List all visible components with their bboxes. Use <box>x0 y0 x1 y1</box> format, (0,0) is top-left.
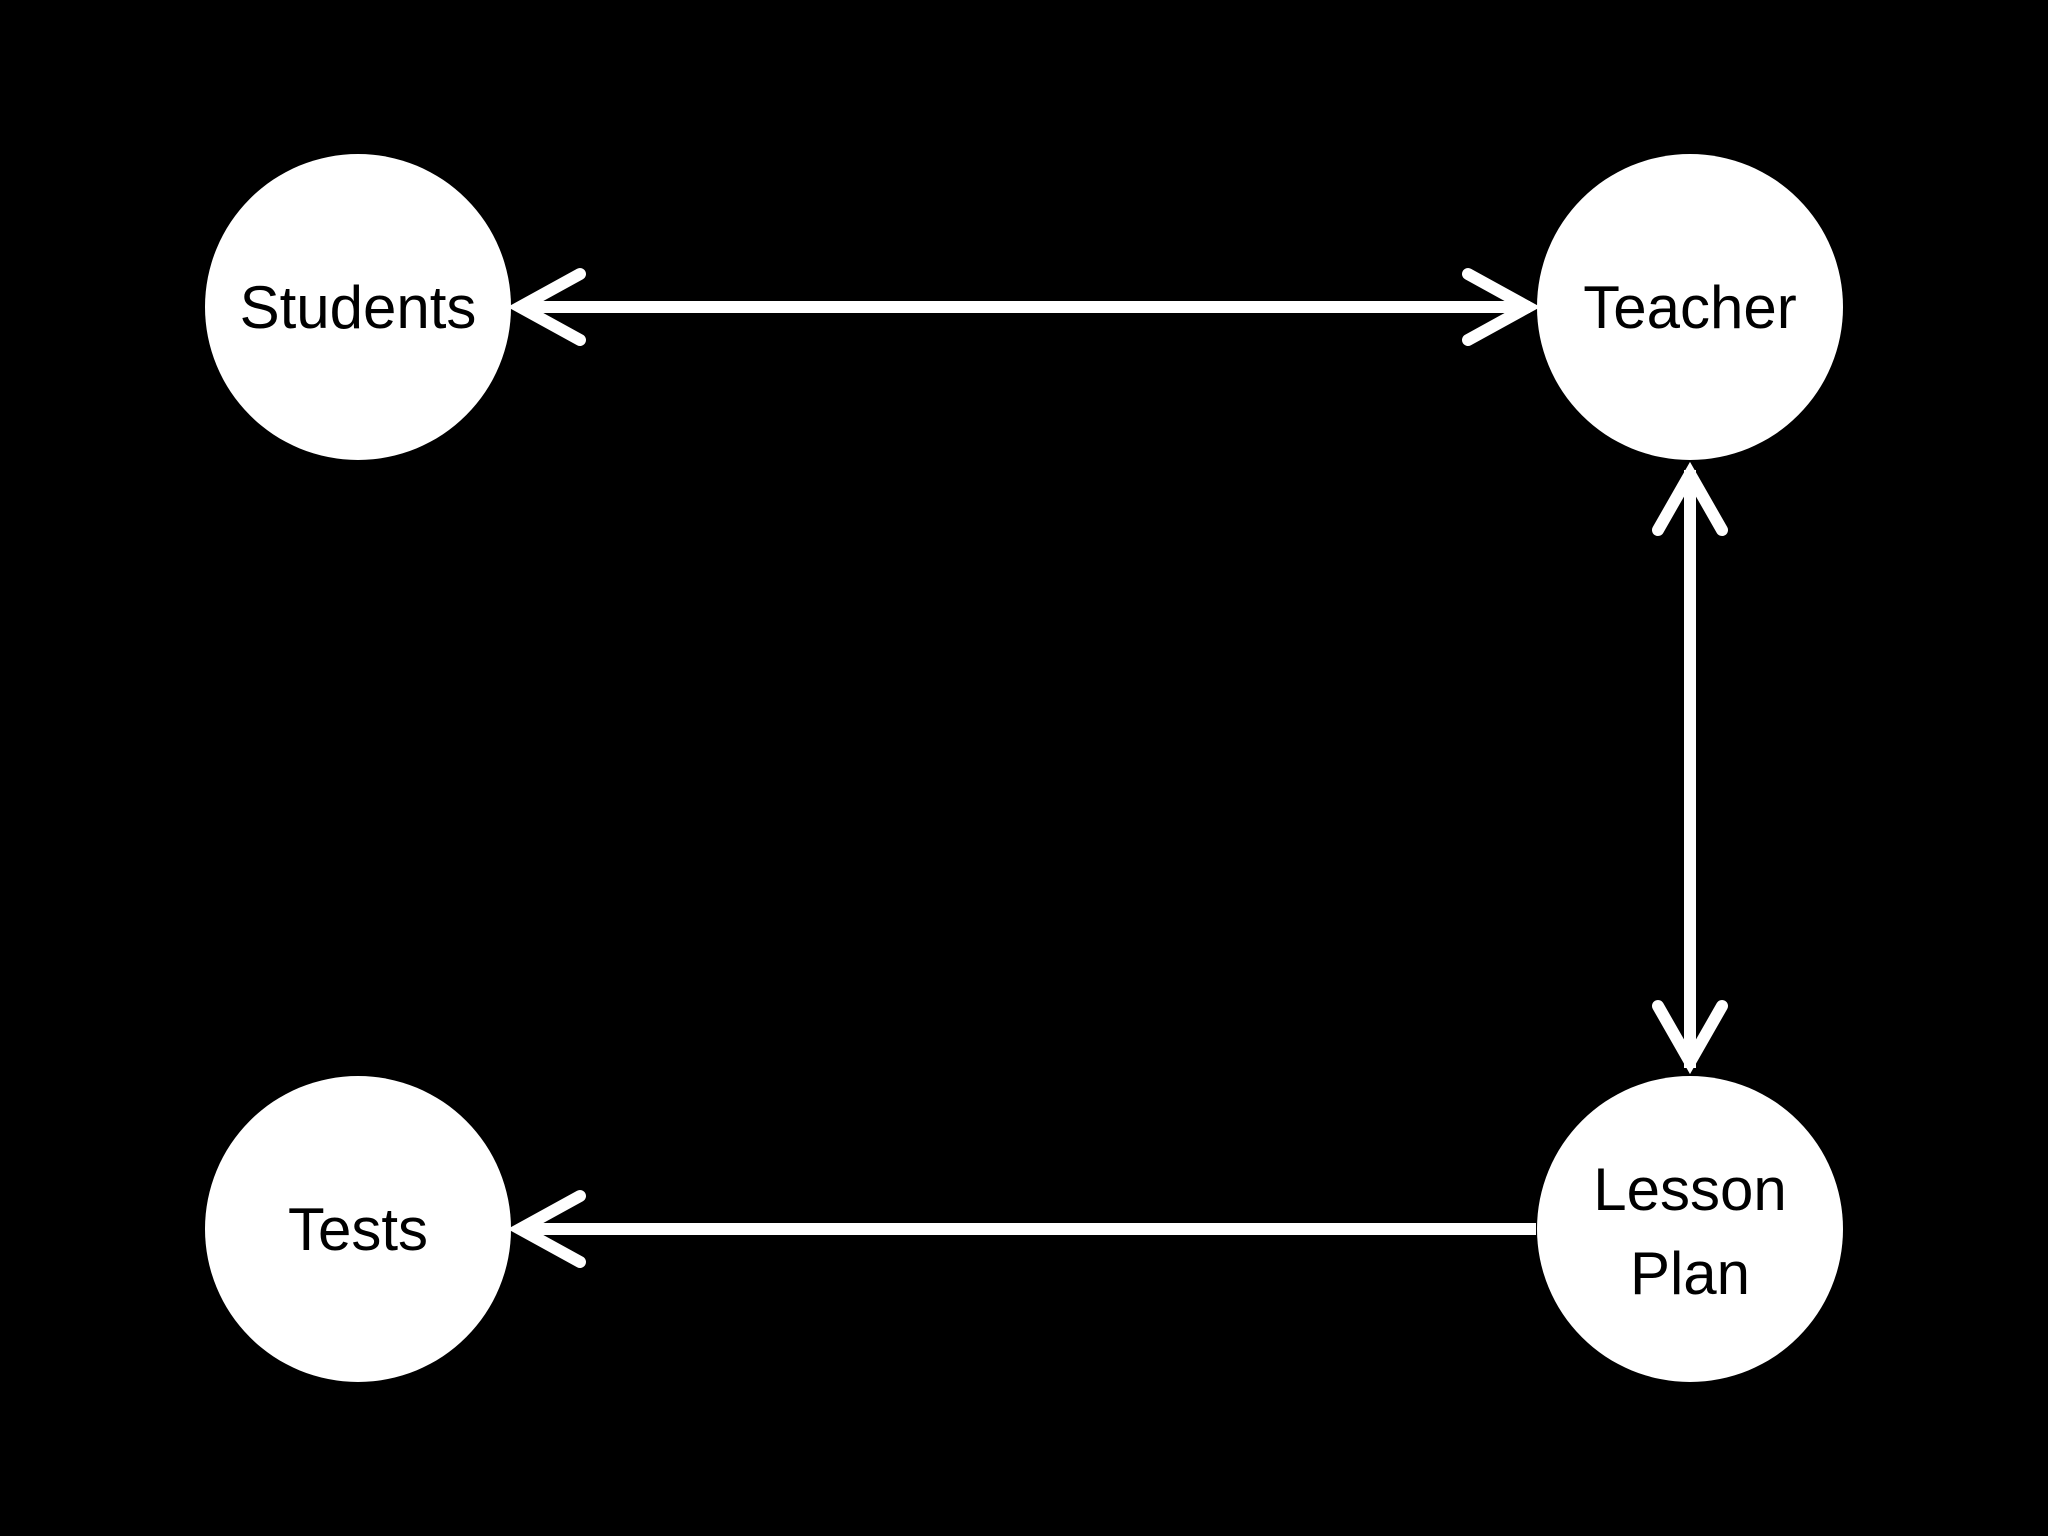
node-lesson-plan-circle <box>1537 1076 1843 1382</box>
node-teacher-label: Teacher <box>1583 274 1796 341</box>
node-students[interactable]: Students <box>205 154 511 460</box>
node-tests-label: Tests <box>288 1196 428 1263</box>
edge-teacher-lessonplan <box>1652 461 1728 1075</box>
node-teacher-circle <box>1537 154 1843 460</box>
node-tests-circle <box>205 1076 511 1382</box>
arrowhead-students <box>507 268 586 346</box>
edge-students-teacher <box>507 268 1541 346</box>
node-lesson-plan-label-line2: Plan <box>1630 1240 1750 1307</box>
arrowhead-teacher <box>1462 268 1541 346</box>
arrowhead-teacher-bottom <box>1652 461 1728 536</box>
node-teacher[interactable]: Teacher <box>1537 154 1843 460</box>
node-lesson-plan[interactable]: Lesson Plan <box>1537 1076 1843 1382</box>
node-lesson-plan-label-line1: Lesson <box>1593 1156 1786 1223</box>
node-tests[interactable]: Tests <box>205 1076 511 1382</box>
arrowhead-tests <box>507 1190 586 1268</box>
edge-lessonplan-tests <box>507 1190 1536 1268</box>
node-students-label: Students <box>240 274 477 341</box>
arrowhead-lessonplan <box>1652 1000 1728 1075</box>
node-students-circle <box>205 154 511 460</box>
